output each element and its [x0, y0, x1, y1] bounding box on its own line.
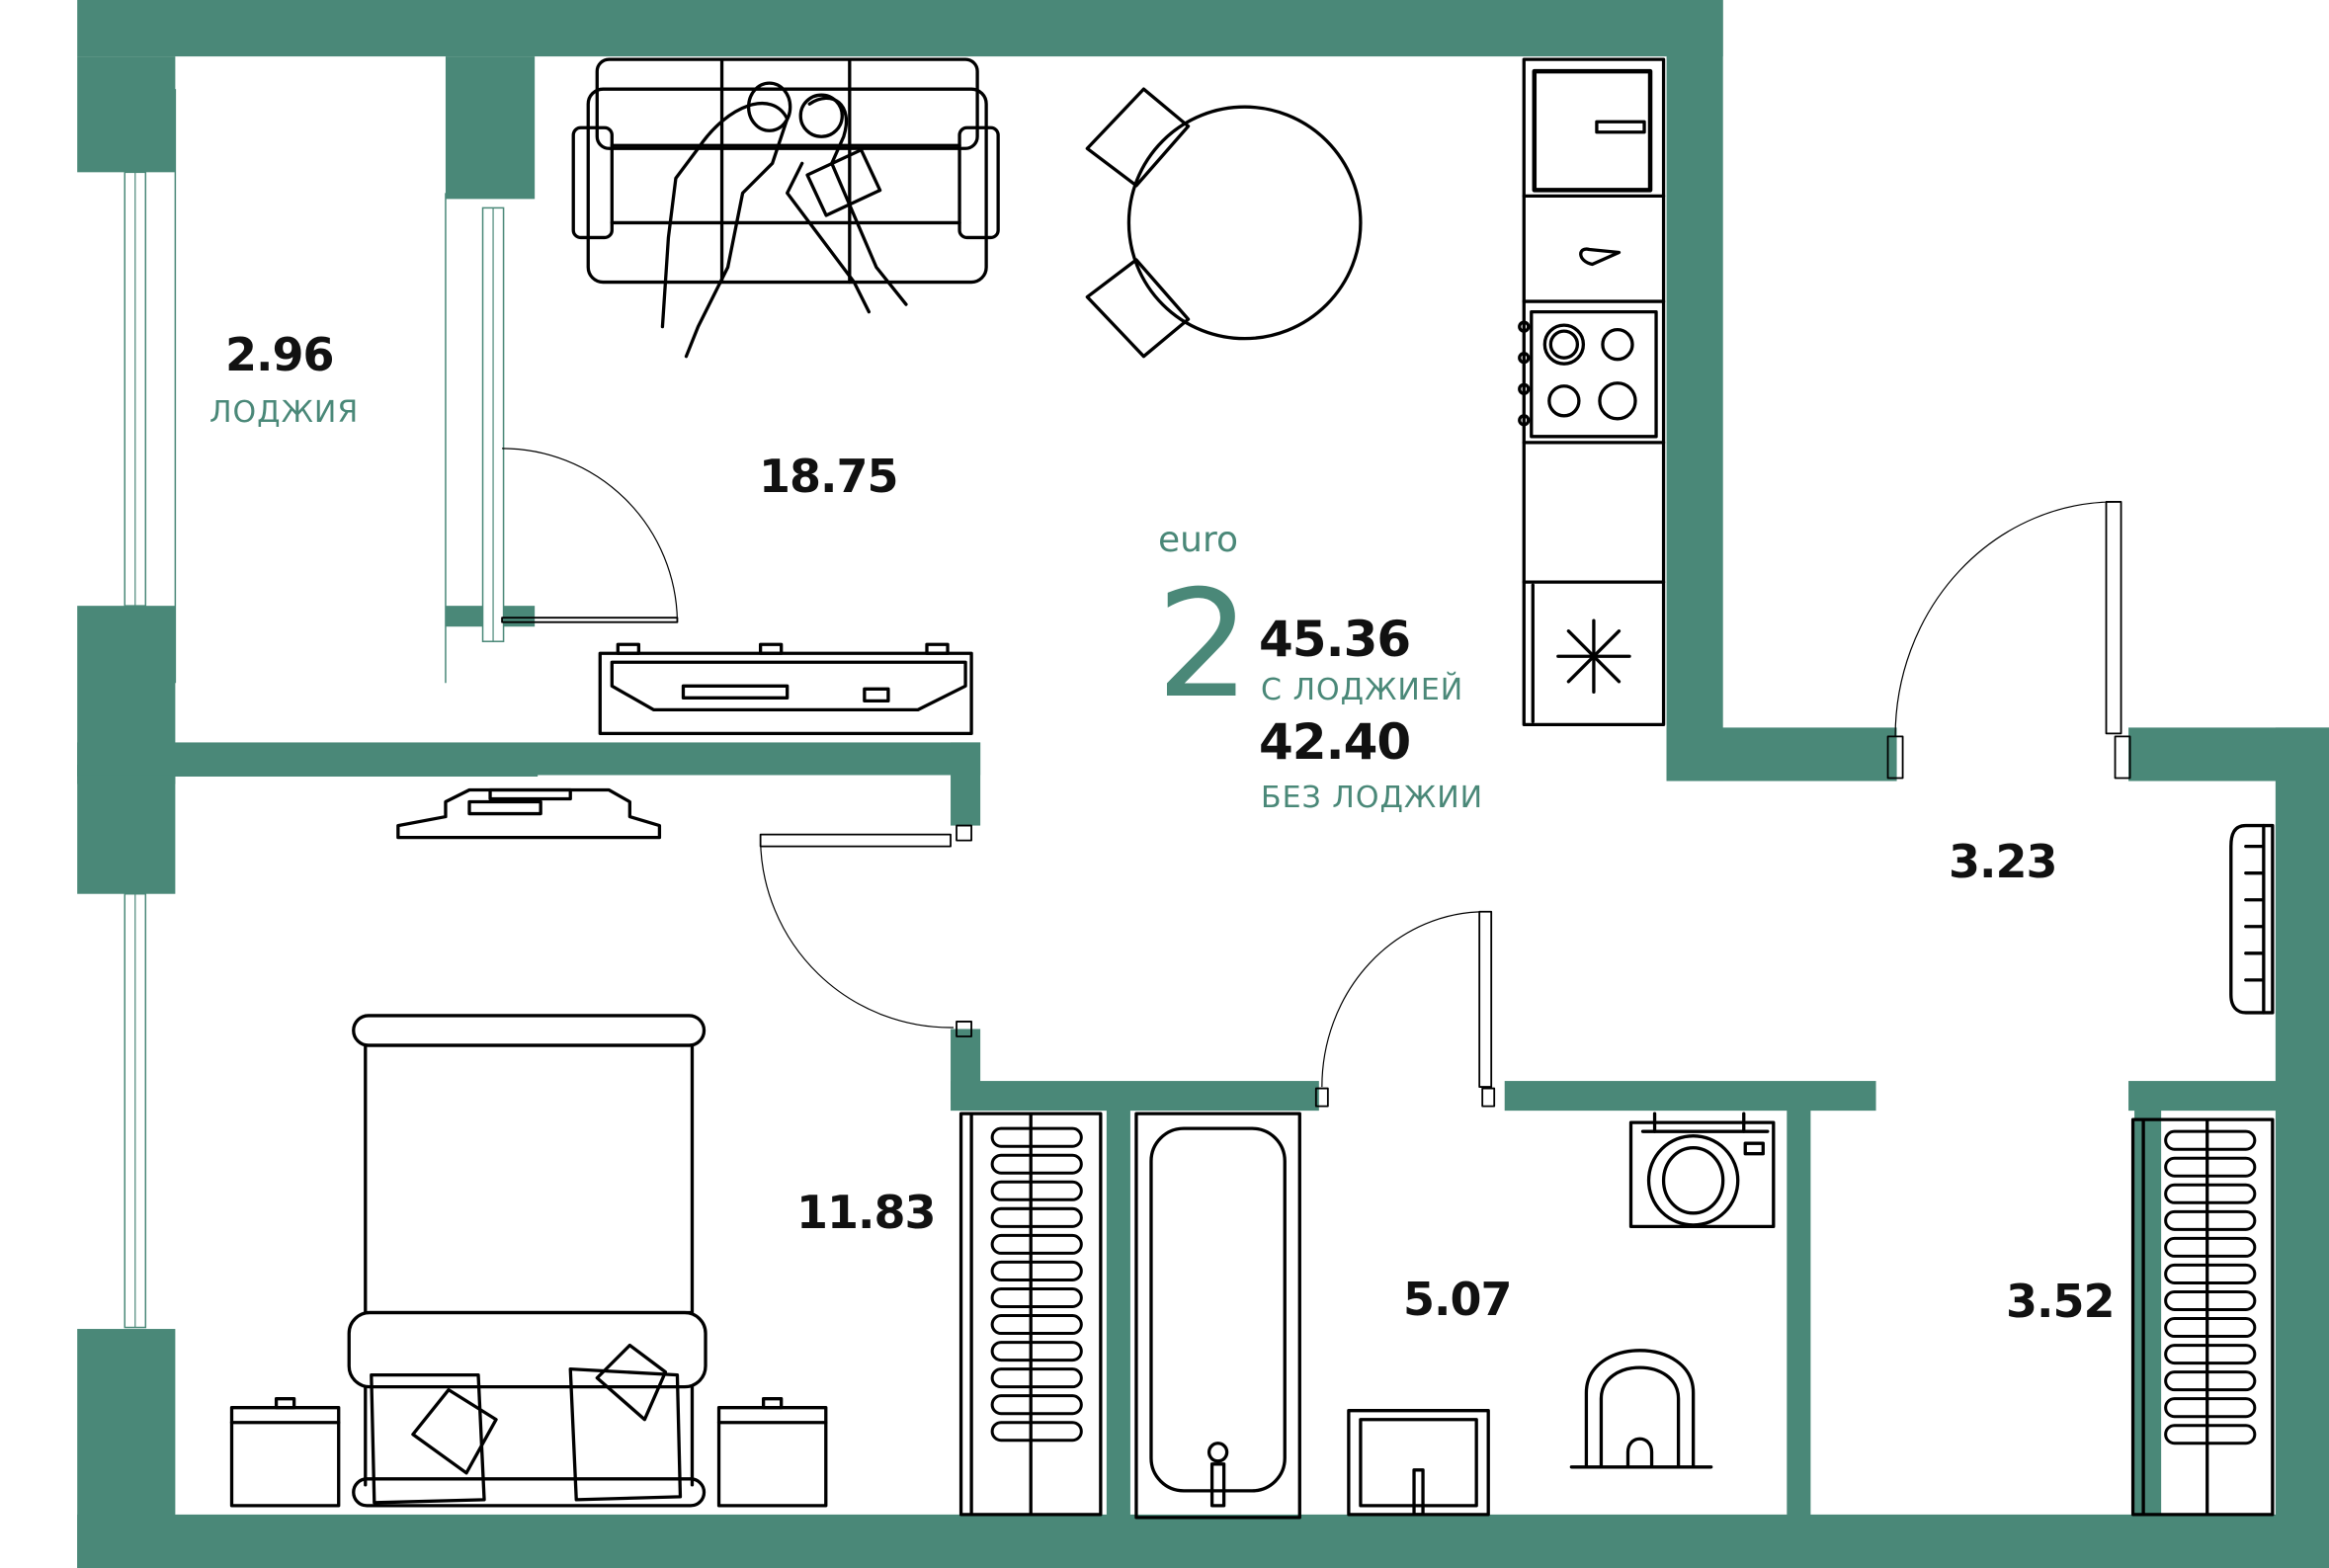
freezer-icon: [1531, 583, 1631, 724]
tv-icon: [396, 787, 662, 840]
room-area-hallway: 3.23: [1949, 835, 2057, 888]
sink-icon: [1579, 247, 1622, 267]
sofa-icon: [571, 57, 1000, 285]
nightstand-icon: [716, 1397, 828, 1508]
room-area-bedroom: 11.83: [796, 1186, 937, 1239]
wardrobe-icon: [958, 1112, 1103, 1517]
rooms-count: 2: [1156, 559, 1251, 731]
room-area-living-kitchen: 18.75: [759, 450, 899, 503]
fridge-icon: [1532, 68, 1653, 193]
area-without-loggia-label: БЕЗ ЛОДЖИИ: [1261, 781, 1484, 815]
washing-machine-icon: [1628, 1112, 1776, 1228]
dining-table-icon: [1085, 87, 1363, 359]
toilet-icon: [1569, 1349, 1713, 1469]
people-icon: [660, 81, 908, 359]
plan-type-label: euro: [1158, 520, 1238, 560]
bed-icon: [347, 1014, 707, 1508]
stove-icon: [1518, 309, 1658, 439]
wardrobe-icon: [2130, 1117, 2275, 1517]
doors: [501, 448, 2131, 1108]
nightstand-icon: [229, 1397, 341, 1508]
area-without-loggia: 42.40: [1259, 713, 1411, 771]
room-area-wardrobe: 3.52: [2006, 1275, 2115, 1328]
area-with-loggia-label: С ЛОДЖИЕЙ: [1261, 673, 1464, 707]
washbasin-icon: [1347, 1409, 1490, 1517]
room-area-bathroom: 5.07: [1403, 1273, 1512, 1326]
bathtub-icon: [1134, 1112, 1301, 1520]
area-with-loggia: 45.36: [1259, 611, 1411, 668]
shoe-rack-icon: [2229, 823, 2275, 1015]
room-area-loggia: 2.96: [225, 328, 334, 381]
windows: [124, 89, 505, 1329]
room-label-loggia: ЛОДЖИЯ: [209, 395, 360, 430]
walls: [77, 0, 2329, 1568]
tv-stand-icon: [598, 642, 973, 736]
